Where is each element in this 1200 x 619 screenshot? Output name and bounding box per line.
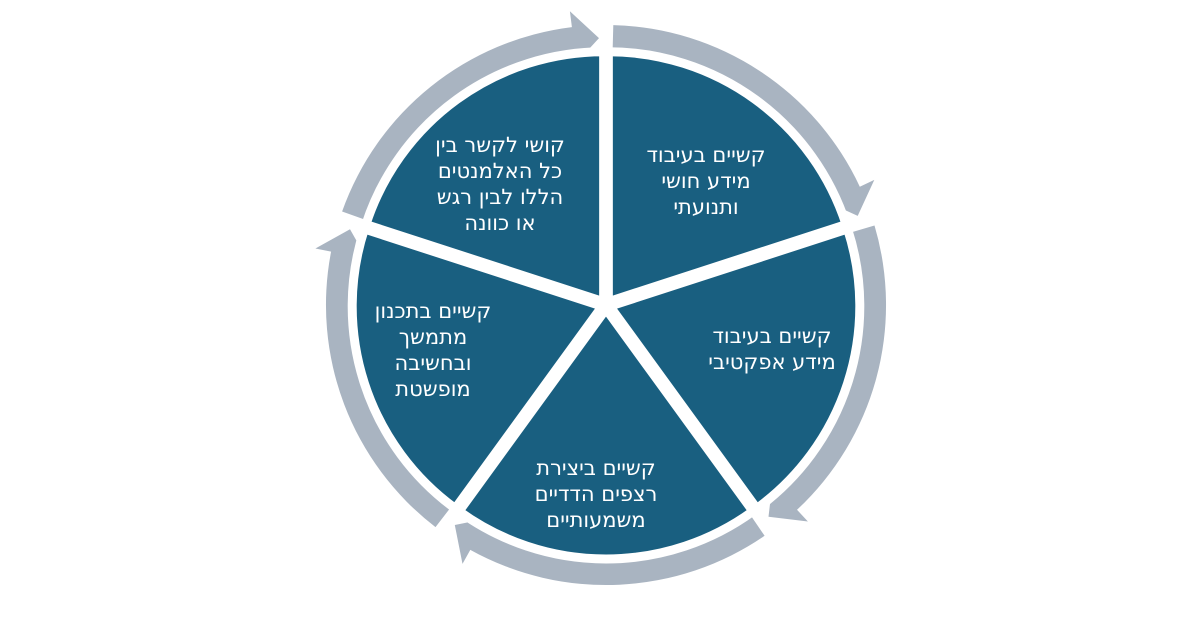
pie-segment-1 [603, 47, 852, 308]
pie-segment-5 [360, 47, 609, 308]
pie-segment-4 [347, 223, 610, 515]
cycle-arrow-1 [612, 25, 875, 216]
pie-segment-3 [452, 301, 760, 564]
pie-segment-2 [602, 223, 865, 515]
cycle-arrow-5 [342, 11, 599, 221]
cycle-arrow-3 [454, 514, 765, 586]
